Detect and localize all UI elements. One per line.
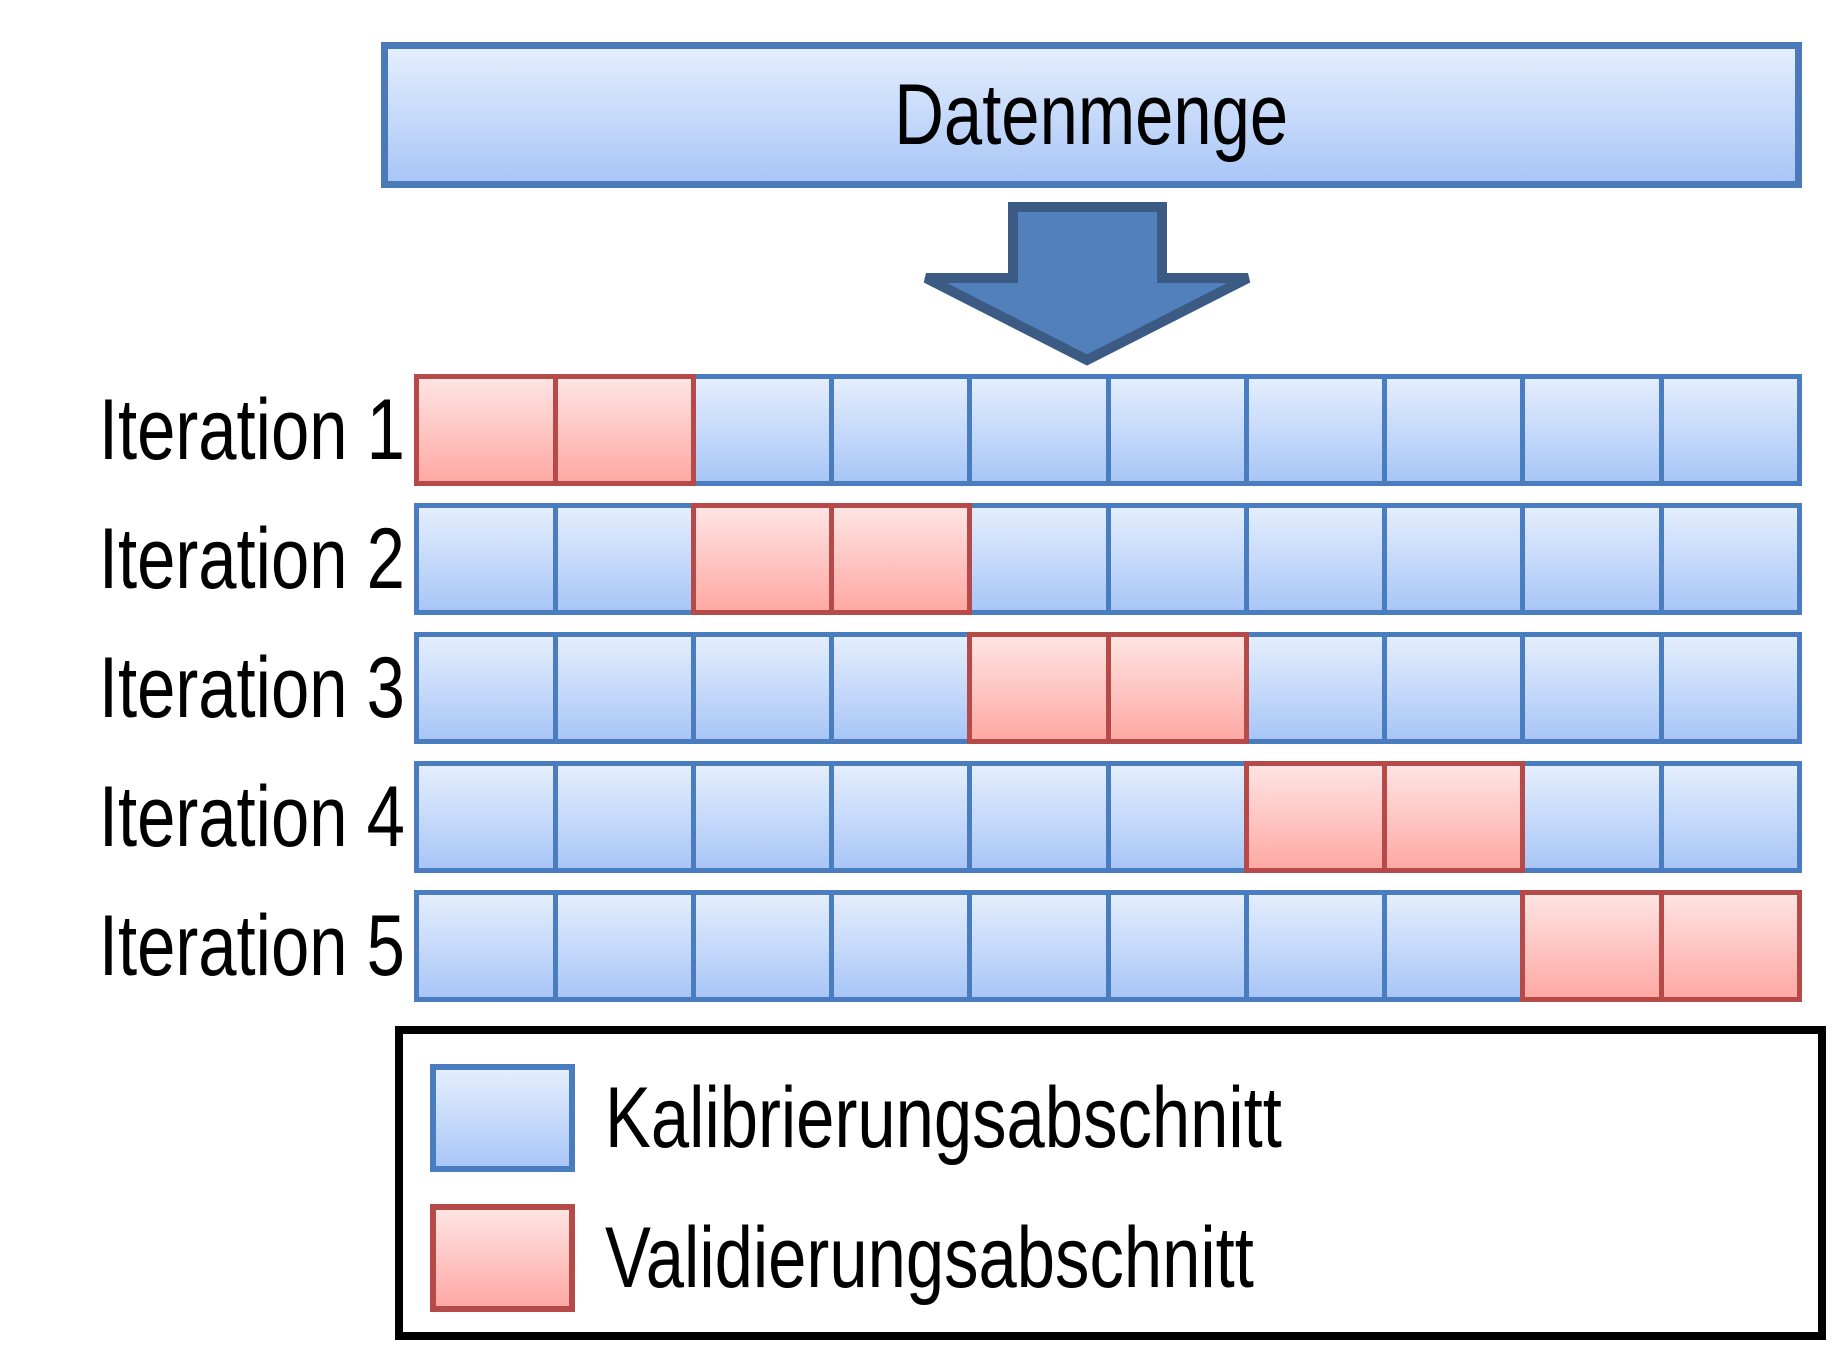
iteration-cell-strip bbox=[414, 632, 1802, 744]
legend-item: Kalibrierungsabschnitt bbox=[430, 1064, 1818, 1172]
calibration-cell bbox=[1658, 503, 1802, 615]
down-arrow-icon bbox=[923, 202, 1251, 366]
validation-cell bbox=[967, 632, 1111, 744]
calibration-cell bbox=[829, 374, 973, 486]
calibration-cell bbox=[1105, 890, 1249, 1002]
calibration-cell bbox=[414, 890, 558, 1002]
calibration-cell bbox=[1658, 374, 1802, 486]
iteration-cell-strip bbox=[414, 503, 1802, 615]
calibration-cell bbox=[1243, 890, 1388, 1002]
calibration-cell bbox=[690, 890, 835, 1002]
validation-swatch bbox=[430, 1204, 575, 1312]
legend-label: Kalibrierungsabschnitt bbox=[605, 1070, 1282, 1166]
calibration-cell bbox=[1243, 632, 1388, 744]
legend-item: Validierungsabschnitt bbox=[430, 1204, 1818, 1312]
iteration-cell-strip bbox=[414, 761, 1802, 873]
calibration-cell bbox=[552, 890, 696, 1002]
calibration-cell bbox=[829, 890, 973, 1002]
calibration-swatch bbox=[430, 1064, 575, 1172]
calibration-cell bbox=[1105, 761, 1249, 873]
calibration-cell bbox=[967, 503, 1111, 615]
iteration-cell-strip bbox=[414, 374, 1802, 486]
iteration-row: Iteration 2 bbox=[20, 503, 1802, 615]
validation-cell bbox=[1382, 761, 1526, 873]
calibration-cell bbox=[1520, 632, 1664, 744]
datenmenge-label: Datenmenge bbox=[894, 67, 1289, 163]
iteration-cell-strip bbox=[414, 890, 1802, 1002]
iteration-row: Iteration 1 bbox=[20, 374, 1802, 486]
legend-label: Validierungsabschnitt bbox=[605, 1210, 1254, 1306]
iteration-rows: Iteration 1 Iteration 2 Iteration 3 Iterati… bbox=[20, 374, 1802, 1002]
calibration-cell bbox=[1382, 890, 1526, 1002]
iteration-label: Iteration 4 bbox=[98, 769, 405, 865]
iteration-row: Iteration 5 bbox=[20, 890, 1802, 1002]
datenmenge-box: Datenmenge bbox=[381, 42, 1802, 188]
iteration-row: Iteration 3 bbox=[20, 632, 1802, 744]
validation-cell bbox=[829, 503, 973, 615]
validation-cell bbox=[1243, 761, 1388, 873]
calibration-cell bbox=[1658, 761, 1802, 873]
calibration-cell bbox=[414, 632, 558, 744]
calibration-cell bbox=[1243, 374, 1388, 486]
iteration-label: Iteration 5 bbox=[98, 898, 405, 994]
iteration-label: Iteration 1 bbox=[98, 382, 405, 478]
validation-cell bbox=[1105, 632, 1249, 744]
calibration-cell bbox=[552, 503, 696, 615]
validation-cell bbox=[1658, 890, 1802, 1002]
calibration-cell bbox=[829, 761, 973, 873]
calibration-cell bbox=[414, 503, 558, 615]
calibration-cell bbox=[1658, 632, 1802, 744]
validation-cell bbox=[414, 374, 558, 486]
calibration-cell bbox=[1520, 761, 1664, 873]
calibration-cell bbox=[829, 632, 973, 744]
iteration-label: Iteration 2 bbox=[98, 511, 405, 607]
calibration-cell bbox=[967, 761, 1111, 873]
calibration-cell bbox=[552, 761, 696, 873]
iteration-row: Iteration 4 bbox=[20, 761, 1802, 873]
calibration-cell bbox=[552, 632, 696, 744]
calibration-cell bbox=[1520, 374, 1664, 486]
validation-cell bbox=[690, 503, 835, 615]
calibration-cell bbox=[414, 761, 558, 873]
calibration-cell bbox=[690, 374, 835, 486]
calibration-cell bbox=[1520, 503, 1664, 615]
calibration-cell bbox=[1243, 503, 1388, 615]
calibration-cell bbox=[1105, 374, 1249, 486]
calibration-cell bbox=[967, 890, 1111, 1002]
calibration-cell bbox=[1382, 503, 1526, 615]
calibration-cell bbox=[1382, 374, 1526, 486]
calibration-cell bbox=[690, 632, 835, 744]
calibration-cell bbox=[690, 761, 835, 873]
calibration-cell bbox=[1105, 503, 1249, 615]
validation-cell bbox=[552, 374, 696, 486]
iteration-label: Iteration 3 bbox=[98, 640, 405, 736]
calibration-cell bbox=[967, 374, 1111, 486]
calibration-cell bbox=[1382, 632, 1526, 744]
validation-cell bbox=[1520, 890, 1664, 1002]
